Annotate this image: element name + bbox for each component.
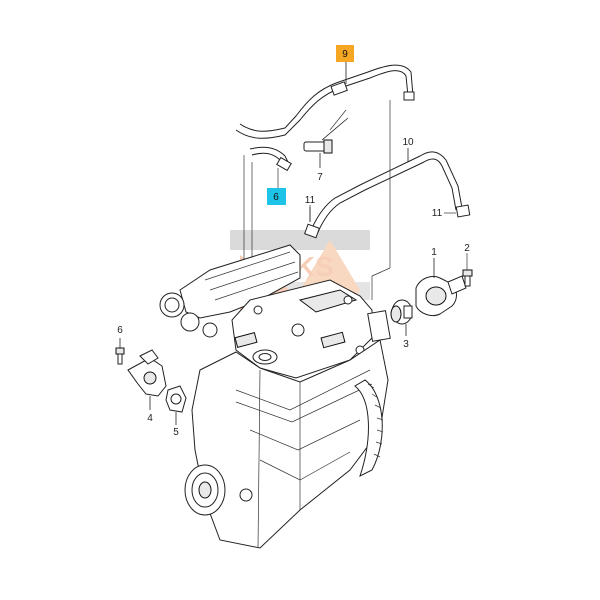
callout-6-lower: 6	[117, 325, 123, 336]
callout-10: 10	[402, 137, 414, 148]
hose-9	[235, 64, 415, 172]
gasket-5	[165, 385, 187, 425]
connector-7	[303, 139, 333, 168]
callout-11-right: 11	[432, 208, 443, 219]
callout-9: 9	[342, 49, 348, 60]
bolt-2	[462, 269, 473, 287]
callout-5: 5	[173, 427, 179, 438]
engine-assembly	[159, 244, 391, 549]
callout-6-highlight	[267, 188, 286, 205]
callout-11-left: 11	[305, 195, 316, 206]
hose-10	[304, 148, 471, 239]
callout-7: 7	[317, 172, 323, 183]
callout-4: 4	[147, 413, 153, 424]
water-outlet-4	[127, 349, 167, 410]
bolt-6	[115, 338, 125, 365]
callout-labels: 9 6 7 10 11 11 1 2 3 6 4 5	[117, 45, 470, 438]
thermostat-housing-1	[415, 258, 467, 317]
thermostat-3	[390, 299, 413, 336]
leader-9	[321, 62, 349, 141]
callout-9-highlight	[336, 45, 354, 62]
callout-2: 2	[464, 243, 470, 254]
callout-3: 3	[403, 339, 409, 350]
callout-6-upper: 6	[273, 192, 279, 203]
callout-1: 1	[431, 247, 437, 258]
